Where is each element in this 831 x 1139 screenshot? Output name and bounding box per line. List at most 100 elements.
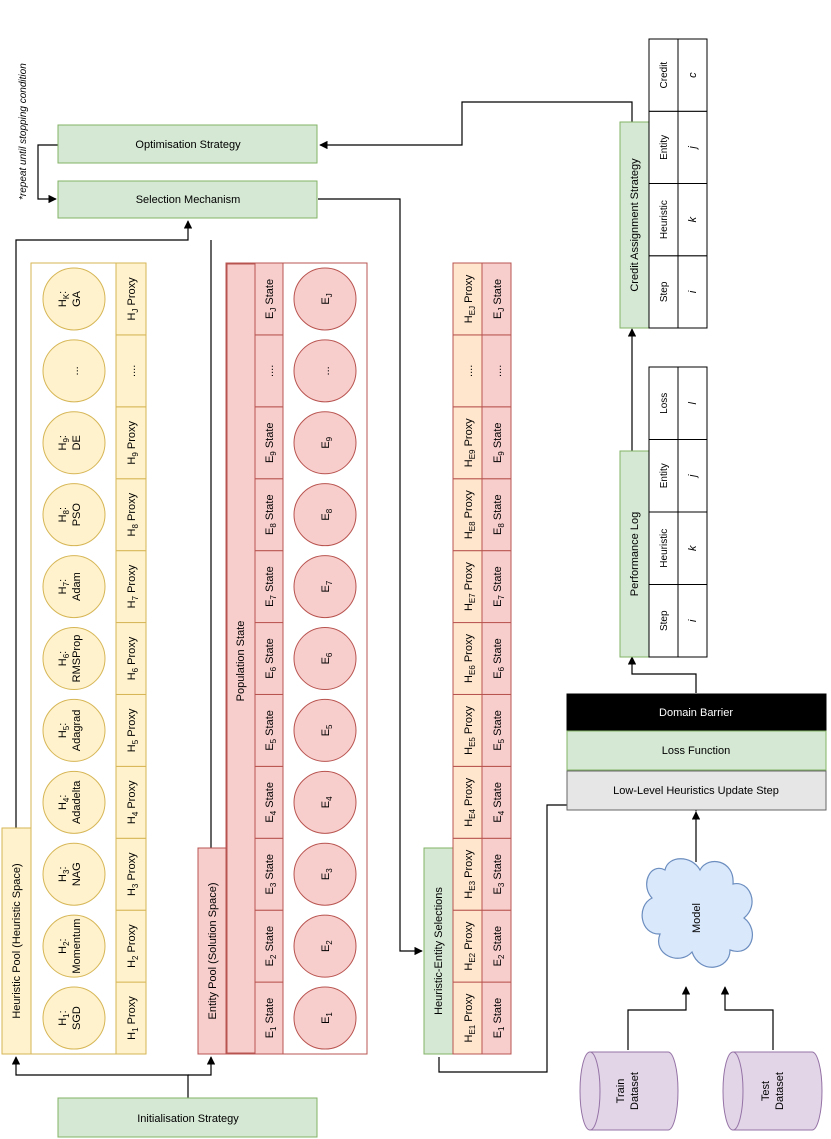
optimisation-strategy-label: Optimisation Strategy: [135, 139, 241, 151]
he-state-label: E2 State: [492, 926, 506, 967]
arrow-optimisation-to-selection: [37, 144, 58, 204]
he-proxy-label: HE2 Proxy: [463, 921, 477, 970]
entity-state-label: E4 State: [264, 782, 278, 823]
heuristic-name: Adagrad: [71, 710, 83, 752]
he-proxy-label: HE7 Proxy: [463, 562, 477, 611]
entity-circle: [293, 770, 357, 834]
heuristic-id: H8:: [57, 507, 71, 522]
he-state-label: E6 State: [492, 638, 506, 679]
table-value: j: [687, 146, 699, 151]
he-state-cell: [481, 262, 512, 336]
heuristic-id: H6:: [57, 651, 71, 666]
table-header: Step: [659, 610, 670, 631]
he-proxy-label: HE8 Proxy: [463, 490, 477, 539]
train-dataset: Train Dataset: [579, 1051, 679, 1131]
heuristic-id: H9:: [57, 435, 71, 450]
heuristic-id: H2:: [57, 938, 71, 953]
heuristic-proxy-cell: [115, 262, 147, 336]
he-proxy-label: HE9 Proxy: [463, 418, 477, 467]
heuristic-proxy-label: H8 Proxy: [126, 492, 140, 536]
test-dataset-label-1: Test: [760, 1081, 772, 1101]
heuristic-proxy-label: H3 Proxy: [126, 852, 140, 896]
he-state-cell: [481, 550, 512, 624]
table-header-cell: [648, 255, 679, 329]
heuristic-id: H1:: [57, 1010, 71, 1025]
entity-label: EJ: [320, 293, 334, 304]
he-proxy-cell: [452, 765, 483, 839]
entity-state-label: E7 State: [264, 566, 278, 607]
heuristic-circle: [42, 986, 106, 1050]
entity-state-label: E8 State: [264, 494, 278, 535]
model-label: Model: [691, 903, 703, 933]
entity-state-label: E5 State: [264, 710, 278, 751]
entity-label: E6: [320, 652, 334, 664]
he-state-cell: [481, 693, 512, 767]
heuristic-proxy-label: ....: [126, 365, 138, 377]
heuristic-proxy-cell: [115, 478, 147, 552]
he-state-cell: [481, 765, 512, 839]
credit-assignment-title: Credit Assignment Strategy: [629, 158, 641, 292]
entity-state-cell: [254, 622, 284, 695]
table-header-cell: [648, 439, 679, 513]
he-state-label: E5 State: [492, 710, 506, 751]
table-value-cell: [677, 38, 708, 112]
heuristic-proxy-cell: [115, 765, 147, 839]
heuristic-proxy-label: H7 Proxy: [126, 564, 140, 608]
loss-function-label: Loss Function: [662, 745, 730, 757]
entity-state-label: EJ State: [264, 279, 278, 319]
repeat-annotation: *repeat until stopping condition: [18, 63, 29, 200]
heuristic-name: Momentum: [71, 919, 83, 974]
initialisation-strategy-box: Initialisation Strategy: [57, 1097, 318, 1138]
entity-pool-title: Entity Pool (Solution Space): [207, 883, 219, 1020]
table-value-cell: [677, 366, 708, 440]
entity-state-cell: [254, 909, 284, 983]
table-header: Step: [659, 281, 670, 302]
he-state-label: E9 State: [492, 422, 506, 463]
table-header-cell: [648, 366, 679, 440]
heuristic-proxy-label: H2 Proxy: [126, 924, 140, 968]
entity-circle: [293, 555, 357, 619]
he-proxy-cell: [452, 334, 483, 408]
table-header-cell: [648, 584, 679, 658]
entity-state-cell: [254, 550, 284, 624]
update-step-box: Low-Level Heuristics Update Step: [566, 770, 827, 811]
entity-circle: [293, 698, 357, 762]
entity-label: E7: [320, 580, 334, 592]
heuristic-name: SGD: [71, 1006, 83, 1030]
entity-label: E1: [320, 1012, 334, 1024]
he-state-label: E8 State: [492, 494, 506, 535]
table-value-cell: [677, 511, 708, 585]
heuristic-name: ...: [69, 366, 81, 375]
entity-circle: [293, 627, 357, 690]
table-value: l: [687, 401, 699, 404]
table-value: k: [687, 545, 699, 551]
heuristic-id: HK:: [57, 291, 71, 307]
heuristic-circle: [42, 627, 106, 690]
arrow-init-to-heuristic-pool: [11, 1056, 189, 1098]
performance-log-title: Performance Log: [629, 512, 641, 596]
heuristic-name: PSO: [71, 503, 83, 527]
train-dataset-label-2: Dataset: [629, 1072, 641, 1110]
heuristic-circle: [42, 914, 106, 978]
he-state-cell: [481, 478, 512, 552]
heuristic-name: Adadelta: [71, 780, 83, 824]
test-dataset: Test Dataset: [722, 1051, 823, 1131]
he-state-cell: [481, 334, 512, 408]
he-proxy-cell: [452, 693, 483, 767]
table-value: c: [687, 72, 699, 78]
table-header: Heuristic: [659, 200, 670, 239]
selection-mechanism-label: Selection Mechanism: [136, 194, 241, 206]
domain-barrier-box: Domain Barrier: [566, 693, 827, 732]
he-state-cell: [481, 981, 512, 1055]
he-proxy-cell: [452, 837, 483, 911]
he-state-label: E4 State: [492, 782, 506, 823]
entity-label: E4: [320, 796, 334, 808]
he-proxy-label: HE5 Proxy: [463, 705, 477, 754]
table-header-cell: [648, 38, 679, 112]
heuristic-id: H3:: [57, 866, 71, 881]
